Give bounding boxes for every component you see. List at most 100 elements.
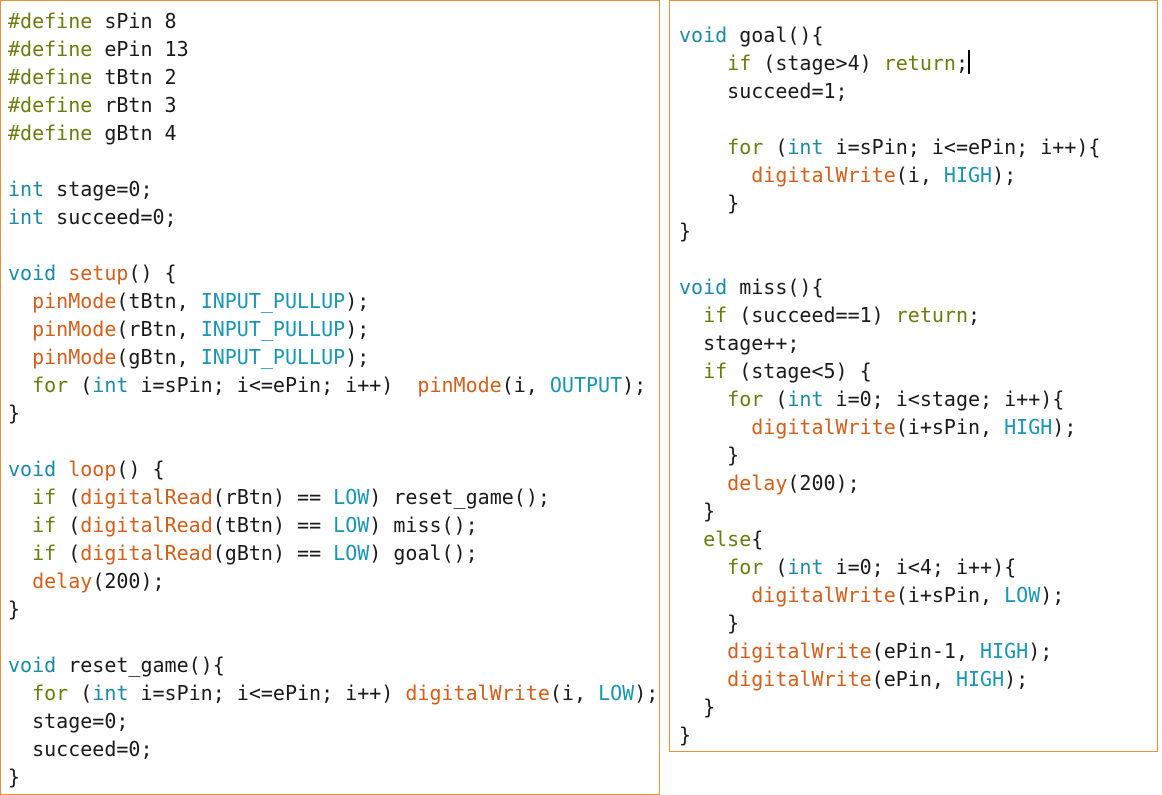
code-text: ( (68, 373, 93, 397)
function-token: pinMode (417, 373, 502, 397)
keyword-token: else (703, 527, 752, 551)
code-line: void reset_game(){ (8, 651, 658, 679)
code-text: ) miss(); (369, 513, 478, 537)
code-line: #define ePin 13 (8, 35, 658, 63)
code-text (8, 373, 32, 397)
code-text: (rBtn, (116, 317, 201, 341)
right-code-panel[interactable]: void goal(){ if (stage>4) return; succee… (669, 0, 1158, 752)
code-text: (200); (92, 569, 165, 593)
code-text: } (679, 219, 692, 243)
keyword-token: return (883, 51, 956, 75)
function-token: delay (727, 471, 788, 495)
code-text (8, 289, 32, 313)
code-line: #define tBtn 2 (8, 63, 658, 91)
constant-token: LOW (333, 513, 370, 537)
code-text: (ePin, (871, 667, 956, 691)
code-line: } (8, 399, 658, 427)
function-token: setup (68, 261, 129, 285)
code-text: (rBtn) == (212, 485, 334, 509)
keyword-token: #define (8, 9, 93, 33)
constant-token: INPUT_PULLUP (200, 317, 346, 341)
keyword-token: for (32, 681, 69, 705)
function-token: pinMode (32, 317, 117, 341)
code-line: succeed=0; (8, 735, 658, 763)
keyword-token: for (727, 387, 764, 411)
function-token: digitalWrite (727, 639, 872, 663)
constant-token: HIGH (1004, 415, 1053, 439)
code-line: delay(200); (679, 469, 1100, 497)
code-line: #define gBtn 4 (8, 119, 658, 147)
code-line (8, 231, 658, 259)
code-text (8, 569, 32, 593)
code-text: ); (1028, 639, 1053, 663)
code-text (679, 303, 703, 327)
code-text: (succeed==1) (727, 303, 896, 327)
code-text: ) reset_game(); (369, 485, 550, 509)
type-token: int (92, 681, 129, 705)
code-text: ); (1040, 583, 1065, 607)
code-line (8, 147, 658, 175)
code-text: ) goal(); (369, 541, 478, 565)
code-text: gBtn 4 (92, 121, 177, 145)
type-token: int (787, 387, 824, 411)
code-editor-right[interactable]: void goal(){ if (stage>4) return; succee… (679, 21, 1100, 749)
code-text: (stage>4) (751, 51, 884, 75)
code-line: } (8, 595, 658, 623)
code-line: for (int i=sPin; i<=ePin; i++) digitalWr… (8, 679, 658, 707)
code-line: stage++; (679, 329, 1100, 357)
code-line: for (int i=0; i<4; i++){ (679, 553, 1100, 581)
keyword-token: if (32, 541, 57, 565)
code-text: () { (116, 457, 165, 481)
text-cursor (968, 50, 971, 74)
code-text: (200); (787, 471, 860, 495)
code-line: stage=0; (8, 707, 658, 735)
code-line: } (679, 721, 1100, 749)
code-text: (i+sPin, (895, 583, 1005, 607)
constant-token: LOW (1004, 583, 1041, 607)
code-text: () { (128, 261, 177, 285)
constant-token: LOW (598, 681, 635, 705)
code-text: ( (68, 681, 93, 705)
constant-token: HIGH (980, 639, 1029, 663)
code-line: if (stage<5) { (679, 357, 1100, 385)
code-text: goal(){ (727, 23, 824, 47)
code-line: digitalWrite(ePin, HIGH); (679, 665, 1100, 693)
code-text (679, 387, 727, 411)
type-token: int (92, 373, 129, 397)
code-line: for (int i=sPin; i<=ePin; i++) pinMode(i… (8, 371, 658, 399)
constant-token: INPUT_PULLUP (200, 345, 346, 369)
code-text: (i, (895, 163, 944, 187)
code-line: if (succeed==1) return; (679, 301, 1100, 329)
code-text (679, 639, 727, 663)
constant-token: LOW (333, 541, 370, 565)
constant-token: HIGH (955, 667, 1005, 691)
code-text: { (751, 527, 764, 551)
code-text: ( (763, 135, 788, 159)
left-code-panel[interactable]: #define sPin 8#define ePin 13#define tBt… (0, 0, 660, 795)
type-token: int (787, 135, 824, 159)
function-token: digitalWrite (405, 681, 550, 705)
code-text: ); (622, 373, 647, 397)
code-line: for (int i=0; i<stage; i++){ (679, 385, 1100, 413)
type-token: void (679, 275, 728, 299)
code-text: ); (1004, 667, 1029, 691)
keyword-token: return (895, 303, 969, 327)
code-line: for (int i=sPin; i<=ePin; i++){ (679, 133, 1100, 161)
code-line: succeed=1; (679, 77, 1100, 105)
code-text (679, 471, 727, 495)
code-editor-left[interactable]: #define sPin 8#define ePin 13#define tBt… (8, 7, 658, 791)
code-text: reset_game(){ (56, 653, 225, 677)
code-line (679, 245, 1100, 273)
code-line: if (digitalRead(tBtn) == LOW) miss(); (8, 511, 658, 539)
code-text (56, 261, 68, 285)
code-text: ePin 13 (92, 37, 189, 61)
function-token: digitalWrite (751, 415, 896, 439)
code-text: ( (56, 513, 81, 537)
code-line: if (digitalRead(rBtn) == LOW) reset_game… (8, 483, 658, 511)
code-line: digitalWrite(i+sPin, LOW); (679, 581, 1100, 609)
code-text: ( (763, 387, 788, 411)
code-text (679, 583, 751, 607)
code-text (8, 345, 32, 369)
code-text (56, 457, 68, 481)
code-line: void miss(){ (679, 273, 1100, 301)
